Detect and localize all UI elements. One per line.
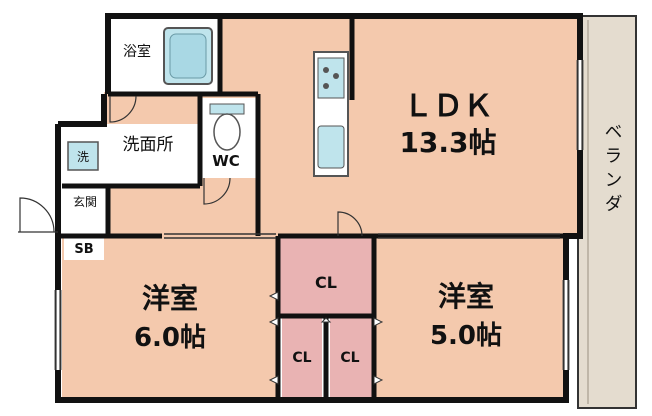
entrance-floor — [62, 186, 108, 234]
washer-label: 洗 — [77, 150, 89, 164]
shoe-box-floor-top — [64, 236, 104, 260]
bathroom-label: 浴室 — [123, 43, 151, 60]
burner — [323, 67, 329, 73]
western-room-1-size: 6.0帖 — [134, 323, 206, 353]
washer-box — [67, 141, 99, 171]
closet-door-markers — [268, 291, 384, 385]
burner — [323, 83, 329, 89]
burner — [333, 73, 339, 79]
western-room-2-floor — [374, 234, 564, 398]
exterior-walls — [55, 13, 583, 403]
closet-3-label: CL — [340, 350, 359, 366]
western-room-2-size: 5.0帖 — [430, 321, 502, 351]
closet-1-label: CL — [315, 273, 337, 292]
shoe-box-label: SB — [74, 242, 93, 257]
washroom-label: 洗面所 — [123, 135, 174, 155]
doors — [18, 95, 363, 237]
bathtub-inner — [169, 33, 207, 79]
closet-2-floor — [282, 318, 322, 398]
stove — [317, 57, 345, 99]
western-room-2-name: 洋室 — [438, 280, 494, 313]
ldk-name: ＬＤＫ — [403, 89, 493, 124]
sliding-doors — [164, 233, 560, 239]
window-frames — [54, 60, 584, 370]
entrance-label: 玄関 — [73, 194, 97, 209]
balcony-label: ベランダ — [602, 122, 623, 218]
western-room-1-name: 洋室 — [142, 282, 198, 315]
closet-3-floor — [330, 318, 372, 398]
toilet-bowl — [213, 113, 241, 151]
toilet-tank — [209, 103, 245, 115]
windows — [56, 60, 582, 370]
closet-2-label: CL — [292, 350, 311, 366]
sink — [317, 125, 345, 169]
ldk-size: 13.3帖 — [399, 126, 496, 159]
toilet-label: WC — [212, 152, 240, 170]
closet-1-floor — [280, 238, 372, 314]
ldk-floor — [218, 18, 578, 234]
western-room-1-floor — [62, 234, 278, 398]
